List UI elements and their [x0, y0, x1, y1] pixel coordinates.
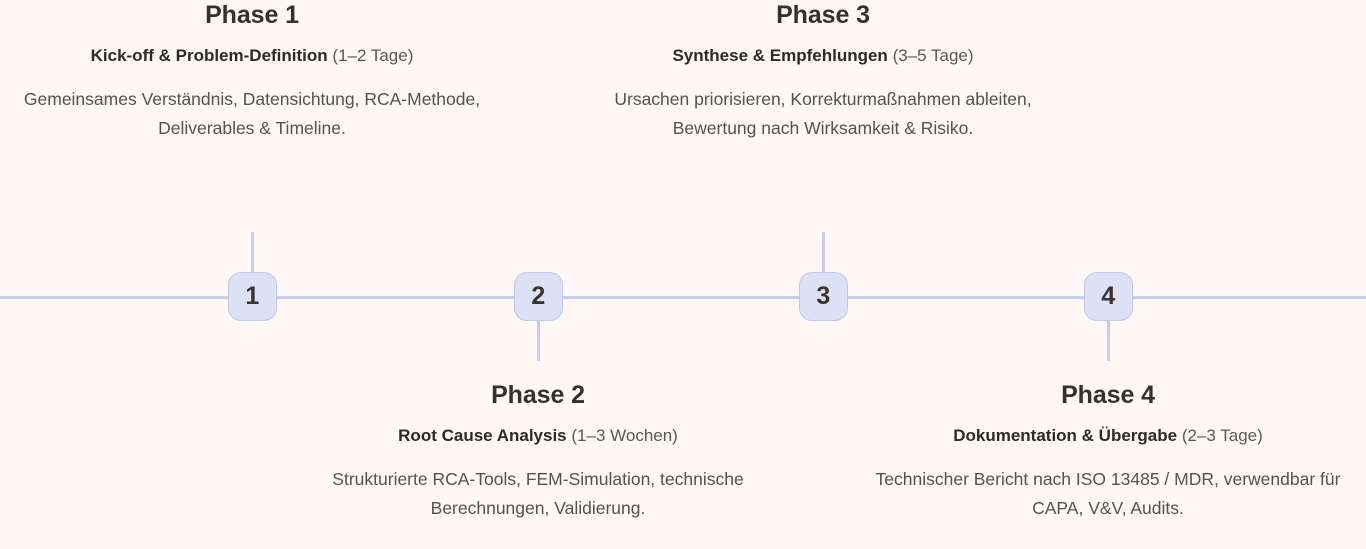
- phase-subtitle-duration: (1–2 Tage): [332, 46, 414, 66]
- phase-block-3: Phase 3 Synthese & Empfehlungen (3–5 Tag…: [573, 0, 1073, 142]
- timeline-marker-label: 1: [245, 282, 260, 310]
- timeline-marker-label: 4: [1101, 282, 1116, 310]
- phase-connector-stem-3: [822, 232, 825, 274]
- phase-block-2: Phase 2 Root Cause Analysis (1–3 Wochen)…: [286, 380, 790, 522]
- phase-subtitle-duration: (2–3 Tage): [1181, 426, 1263, 446]
- timeline-marker-label: 3: [816, 282, 831, 310]
- phase-block-1: Phase 1 Kick-off & Problem-Definition (1…: [0, 0, 504, 142]
- timeline-marker-label: 2: [531, 282, 546, 310]
- phase-subtitle-duration: (3–5 Tage): [892, 46, 974, 66]
- phase-subtitle: Root Cause Analysis (1–3 Wochen): [286, 425, 790, 447]
- phase-subtitle-name: Synthese & Empfehlungen: [672, 46, 888, 66]
- phase-connector-stem-4: [1107, 319, 1110, 361]
- phase-subtitle: Dokumentation & Übergabe (2–3 Tage): [858, 425, 1358, 447]
- phase-description: Strukturierte RCA-Tools, FEM-Simulation,…: [332, 469, 744, 518]
- phase-subtitle: Kick-off & Problem-Definition (1–2 Tage): [0, 45, 504, 67]
- phase-subtitle: Synthese & Empfehlungen (3–5 Tage): [573, 45, 1073, 67]
- timeline-marker-2[interactable]: 2: [514, 272, 563, 321]
- phase-block-4: Phase 4 Dokumentation & Übergabe (2–3 Ta…: [858, 380, 1358, 522]
- phase-description: Gemeinsames Verständnis, Datensichtung, …: [23, 89, 481, 138]
- phase-title: Phase 3: [776, 1, 870, 29]
- phase-subtitle-name: Dokumentation & Übergabe: [953, 426, 1178, 446]
- timeline-marker-3[interactable]: 3: [799, 272, 848, 321]
- phase-title: Phase 4: [1061, 381, 1155, 409]
- phase-connector-stem-2: [537, 319, 540, 361]
- phase-subtitle-name: Root Cause Analysis: [398, 426, 567, 446]
- phase-subtitle-duration: (1–3 Wochen): [571, 426, 678, 446]
- phase-connector-stem-1: [251, 232, 254, 274]
- phase-title: Phase 2: [491, 381, 585, 409]
- timeline-marker-4[interactable]: 4: [1084, 272, 1133, 321]
- timeline-marker-1[interactable]: 1: [228, 272, 277, 321]
- phase-subtitle-name: Kick-off & Problem-Definition: [90, 46, 328, 66]
- phase-title: Phase 1: [205, 1, 299, 29]
- phase-description: Ursachen priorisieren, Korrekturmaßnahme…: [614, 89, 1032, 138]
- phase-description: Technischer Bericht nach ISO 13485 / MDR…: [875, 469, 1341, 518]
- timeline-axis-line: [0, 296, 1366, 299]
